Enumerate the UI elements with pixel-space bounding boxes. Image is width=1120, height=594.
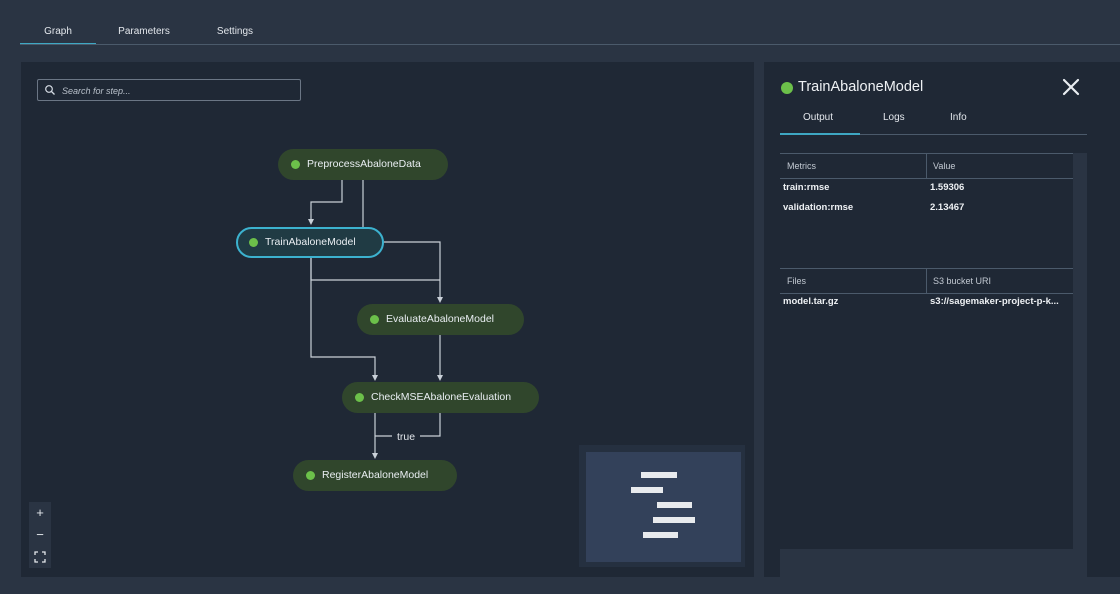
- node-label: PreprocessAbaloneData: [307, 158, 421, 170]
- edge-preprocess-train: [310, 179, 343, 221]
- tabs-divider: [20, 44, 1120, 45]
- fit-view-glyph: [34, 551, 46, 563]
- minimap-node: [641, 472, 677, 478]
- node-label: EvaluateAbaloneModel: [386, 313, 494, 325]
- status-dot: [355, 393, 364, 402]
- column-header: S3 bucket URI: [933, 276, 992, 286]
- node-check[interactable]: CheckMSEAbaloneEvaluation: [342, 382, 539, 413]
- edge-label-true: true: [397, 431, 415, 443]
- node-register[interactable]: RegisterAbaloneModel: [293, 460, 457, 491]
- minimap-node: [631, 487, 663, 493]
- arrowhead: [437, 297, 443, 303]
- arrowhead: [437, 375, 443, 381]
- tab-logs[interactable]: Logs: [883, 112, 905, 123]
- minimap-node: [653, 517, 695, 523]
- status-dot: [291, 160, 300, 169]
- files-header: Files S3 bucket URI: [780, 268, 1073, 294]
- node-evaluate[interactable]: EvaluateAbaloneModel: [357, 304, 524, 335]
- zoom-in-icon[interactable]: +: [36, 505, 44, 520]
- metric-name: validation:rmse: [783, 202, 854, 213]
- node-label: CheckMSEAbaloneEvaluation: [371, 391, 512, 403]
- edge-train-check: [310, 258, 376, 377]
- file-name[interactable]: model.tar.gz: [783, 296, 839, 307]
- node-train[interactable]: TrainAbaloneModel: [236, 227, 384, 258]
- panel-tabs-divider: [780, 134, 1087, 135]
- status-dot: [370, 315, 379, 324]
- minimap[interactable]: [579, 445, 745, 567]
- edge-train-evaluate-b: [310, 258, 440, 281]
- status-dot: [249, 238, 258, 247]
- status-dot: [781, 82, 793, 94]
- main-tabs: Graph Parameters Settings: [0, 0, 1120, 46]
- close-icon[interactable]: [1060, 76, 1082, 98]
- active-panel-tab-indicator: [780, 133, 860, 135]
- status-dot: [306, 471, 315, 480]
- s3-uri[interactable]: s3://sagemaker-project-p-k...: [930, 296, 1059, 307]
- search-icon: [45, 85, 55, 95]
- metric-name: train:rmse: [783, 182, 830, 193]
- node-label: TrainAbaloneModel: [265, 236, 356, 248]
- metric-value: 1.59306: [930, 182, 965, 193]
- node-preprocess[interactable]: PreprocessAbaloneData: [278, 149, 448, 180]
- fit-view-icon[interactable]: [29, 546, 51, 568]
- panel-title: TrainAbaloneModel: [798, 79, 924, 95]
- arrowhead: [308, 219, 314, 225]
- column-divider: [926, 154, 927, 178]
- tab-settings[interactable]: Settings: [216, 26, 254, 37]
- step-detail-panel: TrainAbaloneModel Output Logs Info Metri…: [764, 62, 1120, 577]
- node-label: RegisterAbaloneModel: [322, 469, 429, 481]
- tab-info[interactable]: Info: [950, 112, 967, 123]
- scrollbar[interactable]: [1073, 153, 1087, 549]
- tab-graph[interactable]: Graph: [44, 26, 72, 37]
- arrowhead: [372, 375, 378, 381]
- panel-footer: [780, 549, 1087, 577]
- metric-value: 2.13467: [930, 202, 965, 213]
- step-search: [37, 79, 301, 101]
- column-divider: [926, 269, 927, 293]
- column-header: Files: [787, 276, 807, 286]
- zoom-controls: + −: [29, 502, 51, 568]
- graph-edges: true: [308, 179, 443, 459]
- metrics-header: Metrics Value: [780, 153, 1073, 179]
- graph-canvas[interactable]: true PreprocessAbaloneData TrainAbaloneM…: [21, 62, 754, 577]
- minimap-viewport: [586, 452, 741, 562]
- zoom-out-icon[interactable]: −: [36, 527, 44, 542]
- column-header: Value: [933, 161, 956, 171]
- minimap-node: [643, 532, 678, 538]
- edge-label-bg: [392, 429, 420, 443]
- column-header: Metrics: [787, 161, 816, 171]
- tab-output[interactable]: Output: [803, 112, 834, 123]
- edge-train-evaluate-a: [384, 241, 441, 299]
- arrowhead: [372, 453, 378, 459]
- tab-parameters[interactable]: Parameters: [118, 26, 170, 37]
- search-input[interactable]: [60, 82, 294, 99]
- minimap-node: [657, 502, 692, 508]
